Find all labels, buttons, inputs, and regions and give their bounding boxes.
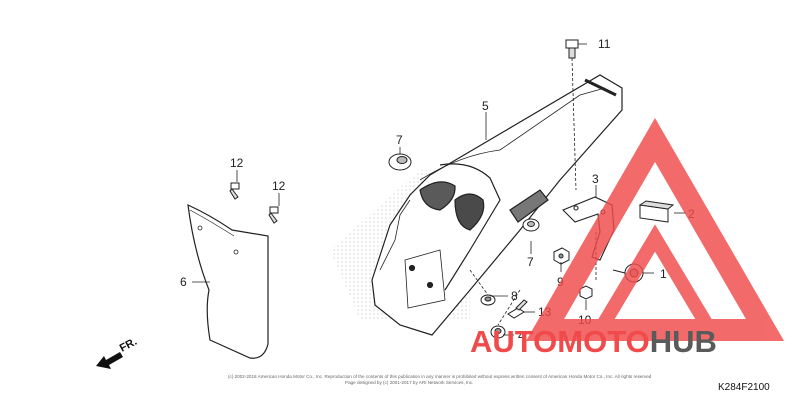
copyright-line-1: (c) 2002-2018 American Honda Motor Co., … bbox=[228, 374, 652, 379]
callout-7-lower: 7 bbox=[527, 255, 534, 269]
part-6-side-cover bbox=[187, 204, 269, 359]
part-4-nut bbox=[490, 325, 506, 339]
part-13-bolt bbox=[507, 299, 528, 319]
part-8-grommet bbox=[480, 294, 496, 306]
callout-12-right: 12 bbox=[272, 179, 286, 193]
front-label: FR. bbox=[118, 336, 139, 355]
watermark-text-hub: HUB bbox=[650, 324, 717, 359]
callout-8: 8 bbox=[511, 289, 518, 303]
diagram-part-code: K284F2100 bbox=[718, 382, 770, 393]
part-5-rear-fender bbox=[371, 74, 623, 336]
callout-3: 3 bbox=[592, 172, 599, 186]
watermark-text-auto: AUTO bbox=[470, 324, 557, 359]
callout-6: 6 bbox=[180, 275, 187, 289]
part-10-nut bbox=[579, 285, 593, 300]
callout-7-upper: 7 bbox=[396, 133, 403, 147]
watermark-logo bbox=[525, 118, 785, 341]
callout-4: 4 bbox=[518, 329, 525, 343]
part-2-reflector bbox=[638, 200, 675, 223]
callout-1: 1 bbox=[660, 267, 667, 281]
callout-5: 5 bbox=[482, 99, 489, 113]
copyright-line-2: Page designed by (c) 2001-2017 by ARI Ne… bbox=[345, 380, 473, 385]
front-arrow-icon bbox=[96, 352, 123, 369]
watermark-text: AUTOMOTOHUB bbox=[470, 324, 717, 359]
callout-12-left: 12 bbox=[230, 156, 244, 170]
svg-text:AUTOMOTOHUB: AUTOMOTOHUB bbox=[470, 324, 717, 359]
part-11-bolt bbox=[565, 39, 579, 59]
callout-11: 11 bbox=[598, 37, 611, 51]
front-direction-indicator: FR. bbox=[96, 336, 139, 369]
watermark-text-moto: MOTO bbox=[557, 324, 649, 359]
part-9-nut bbox=[553, 247, 570, 265]
part-12-screws bbox=[229, 182, 279, 224]
